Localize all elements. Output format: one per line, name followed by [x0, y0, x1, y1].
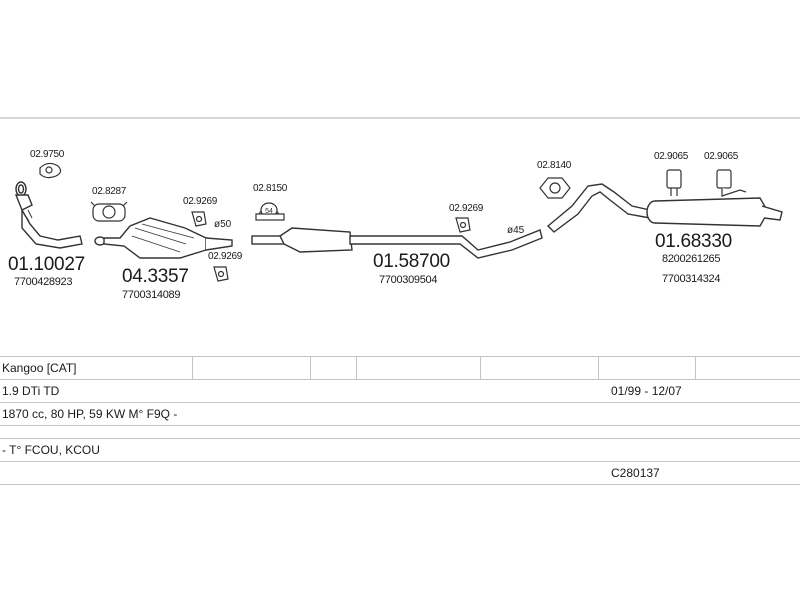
gasket-9269-middle-icon: [455, 217, 471, 233]
label-02-8287: 02.8287: [92, 186, 127, 197]
hanger-8140-icon: [539, 177, 571, 199]
part-ref-01-10027: 01.10027: [8, 254, 85, 275]
top-divider: [0, 117, 800, 119]
table-row: 1.9 DTi TD 01/99 - 12/07: [0, 379, 800, 403]
label-02-9269-upper: 02.9269: [183, 196, 218, 207]
clamp-8287-icon: [90, 201, 128, 222]
row-code: C280137: [611, 466, 660, 480]
row-types: - T° FCOU, KCOU: [2, 443, 100, 457]
label-02-9269-lower: 02.9269: [208, 251, 243, 262]
oem-7700314324: 7700314324: [662, 273, 721, 285]
table-row: C280137: [0, 461, 800, 485]
oem-8200261265: 8200261265: [662, 253, 721, 265]
oem-7700314089: 7700314089: [122, 289, 181, 301]
part-ref-01-68330: 01.68330: [655, 231, 732, 252]
row-dates: 01/99 - 12/07: [611, 384, 682, 398]
rear-silencer-part: [546, 183, 783, 233]
label-02-9269-middle: 02.9269: [449, 203, 484, 214]
label-02-8140: 02.8140: [537, 160, 572, 171]
part-ref-04-3357: 04.3357: [122, 266, 189, 287]
oem-7700309504: 7700309504: [379, 274, 438, 286]
gasket-9750-icon: [39, 162, 62, 179]
label-02-8150: 02.8150: [253, 183, 288, 194]
row-engine: 1.9 DTi TD: [2, 384, 60, 398]
label-02-9065-left: 02.9065: [654, 151, 689, 162]
table-row: [0, 425, 800, 439]
hanger-9065-right-icon: [716, 169, 747, 197]
catalytic-converter-part: [94, 217, 233, 259]
table-row: Kangoo [CAT]: [0, 356, 800, 380]
exhaust-diagram: 54: [14, 162, 783, 282]
table-row: - T° FCOU, KCOU: [0, 438, 800, 462]
oem-7700428923: 7700428923: [14, 276, 73, 288]
svg-text:54: 54: [265, 208, 273, 215]
row-specs: 1870 cc, 80 HP, 59 KW M° F9Q -: [2, 407, 178, 421]
diameter-50-label: ø50: [214, 219, 232, 230]
hanger-9065-left-icon: [666, 169, 682, 196]
clamp-8150-icon: 54: [255, 202, 285, 221]
part-ref-01-58700: 01.58700: [373, 251, 450, 272]
middle-silencer-part: [251, 227, 543, 259]
diameter-45-label: ø45: [507, 225, 525, 236]
table-row: 1870 cc, 80 HP, 59 KW M° F9Q -: [0, 402, 800, 426]
table-bottom-border: [0, 484, 800, 485]
front-pipe-part: [14, 181, 83, 249]
row-model: Kangoo [CAT]: [2, 361, 77, 375]
label-02-9750: 02.9750: [30, 149, 65, 160]
gasket-9269-lower-icon: [213, 266, 229, 282]
label-02-9065-right: 02.9065: [704, 151, 739, 162]
gasket-9269-upper-icon: [191, 211, 207, 227]
